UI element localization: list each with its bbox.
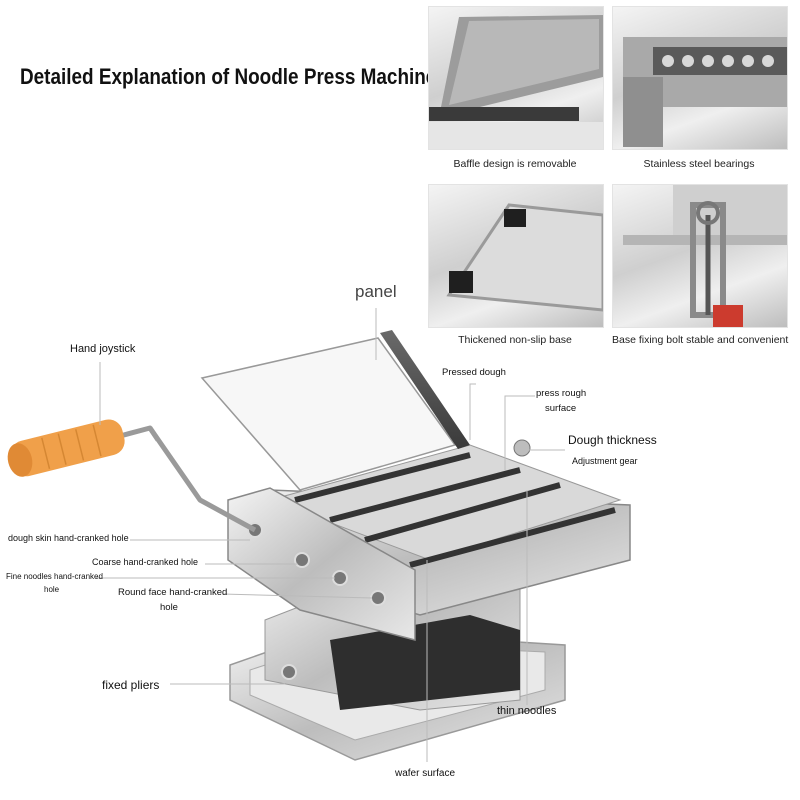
label-adjustment-gear: Adjustment gear xyxy=(572,456,638,466)
inset-base-caption: Thickened non-slip base xyxy=(458,334,572,346)
inset-baffle-photo xyxy=(428,6,604,150)
label-press-rough-1: press rough xyxy=(536,388,587,399)
page-title: Detailed Explanation of Noodle Press Mac… xyxy=(20,64,437,89)
inset-bolt-caption: Base fixing bolt stable and convenient xyxy=(612,334,789,346)
bolt-illustration xyxy=(623,185,787,327)
label-fine-hole-1: Fine noodles hand-cranked xyxy=(6,572,103,581)
label-coarse-hole: Coarse hand-cranked hole xyxy=(92,557,199,567)
label-round-face-1: Round face hand-cranked xyxy=(118,587,228,598)
label-round-face-2: hole xyxy=(160,602,178,613)
label-hand-joystick: Hand joystick xyxy=(70,343,136,355)
baffle-illustration xyxy=(429,15,603,149)
inset-base-photo xyxy=(428,184,604,328)
inset-bolt-photo xyxy=(612,184,788,328)
inset-bearings-photo xyxy=(612,6,788,150)
base-illustration xyxy=(446,203,603,312)
bearings-illustration xyxy=(623,37,787,147)
label-thin-noodles: thin noodles xyxy=(497,705,557,717)
leader-lines xyxy=(95,308,565,762)
label-panel: panel xyxy=(355,282,397,301)
label-wafer-surface: wafer surface xyxy=(395,768,456,779)
label-press-rough-2: surface xyxy=(545,403,577,414)
label-fixed-pliers: fixed pliers xyxy=(102,678,160,692)
inset-baffle-caption: Baffle design is removable xyxy=(453,158,577,170)
label-dough-thickness: Dough thickness xyxy=(568,433,657,447)
label-fine-hole-2: hole xyxy=(44,585,60,594)
label-dough-skin-hole: dough skin hand-cranked hole xyxy=(8,533,129,543)
hand-joystick-handle xyxy=(7,419,125,477)
label-pressed-dough: Pressed dough xyxy=(442,367,506,378)
inset-bearings-caption: Stainless steel bearings xyxy=(643,158,755,170)
